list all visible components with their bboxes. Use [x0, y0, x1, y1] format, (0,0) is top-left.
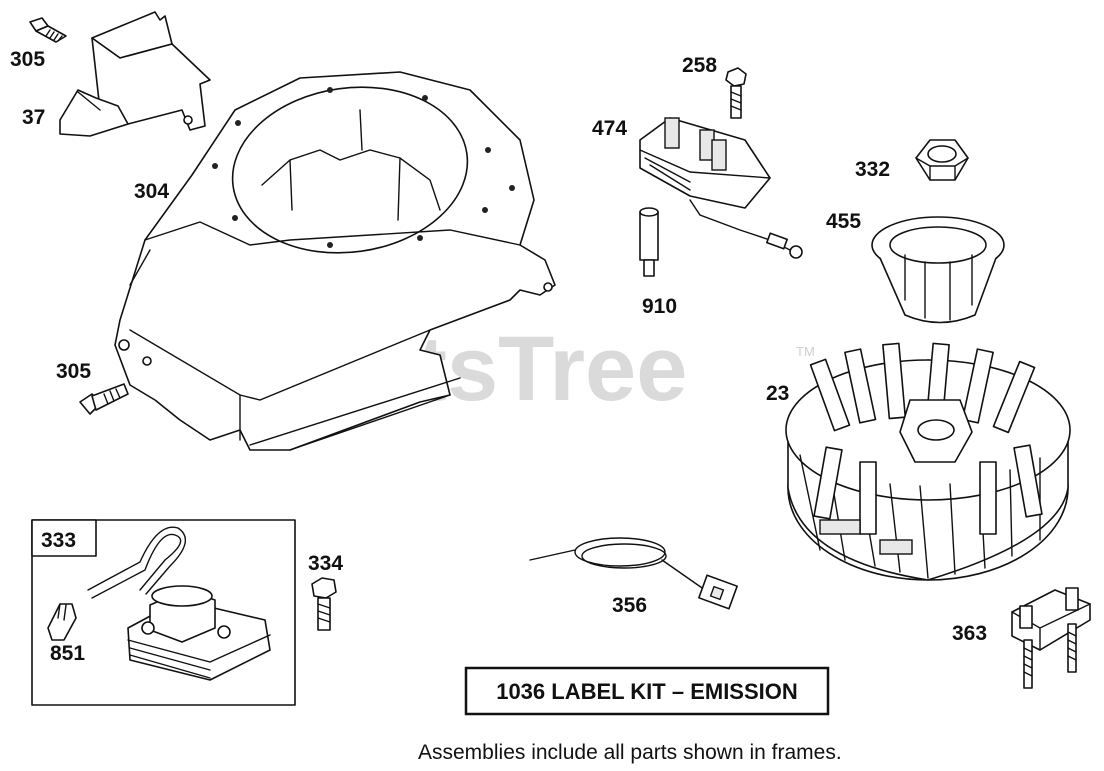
callout-305-side: 305: [56, 360, 91, 383]
footnote-text: Assemblies include all parts shown in fr…: [418, 741, 842, 764]
callout-910: 910: [642, 295, 677, 318]
part-455-cup: [871, 216, 1005, 324]
part-305-screw-top: [29, 17, 67, 43]
callout-851: 851: [50, 642, 85, 665]
callout-258: 258: [682, 54, 717, 77]
callout-334: 334: [308, 552, 343, 575]
callout-455: 455: [826, 210, 861, 233]
callout-332: 332: [855, 158, 890, 181]
part-851-boot: [47, 603, 77, 641]
label-kit-frame: 1036 LABEL KIT – EMISSION: [464, 666, 830, 716]
callout-474: 474: [592, 117, 627, 140]
callout-356: 356: [612, 594, 647, 617]
part-332-nut: [915, 139, 969, 181]
callout-333: 333: [41, 529, 76, 552]
part-23-flywheel: [785, 342, 1071, 581]
part-910-stud: [639, 207, 659, 277]
part-305-screw-side: [79, 383, 129, 415]
part-363-bracket: [1011, 587, 1091, 689]
callout-23: 23: [766, 382, 789, 405]
callout-305-top: 305: [10, 48, 45, 71]
callout-304: 304: [134, 180, 169, 203]
label-kit-text: 1036 LABEL KIT – EMISSION: [496, 679, 798, 704]
part-333-ignition-module: [87, 526, 271, 681]
callout-363: 363: [952, 622, 987, 645]
part-304-blower-housing: [114, 71, 556, 451]
part-258-screw: [725, 67, 747, 119]
callout-37: 37: [22, 106, 45, 129]
watermark-trademark: TM: [796, 344, 815, 359]
part-334-screw: [311, 577, 337, 631]
part-37-air-guide: [59, 11, 211, 137]
part-356-ground-wire: [529, 537, 738, 610]
part-474-armature: [639, 117, 803, 259]
